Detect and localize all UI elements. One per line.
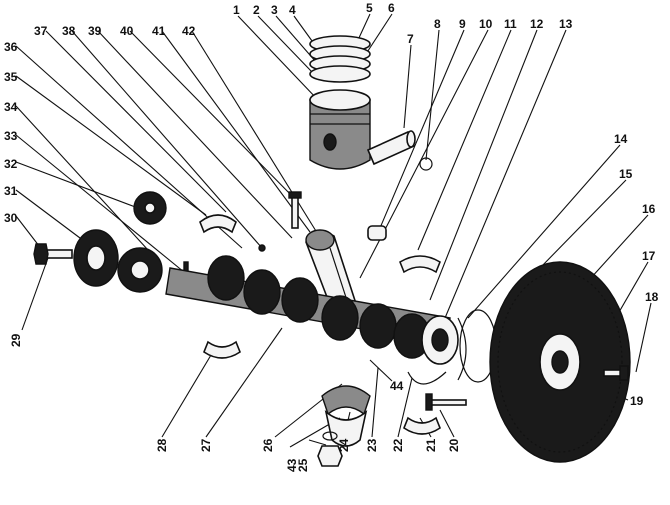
label-26: 26 <box>261 438 275 452</box>
nut-and-washer <box>317 431 343 467</box>
label-15: 15 <box>619 167 633 181</box>
main-bearing-shell-lower-right <box>403 416 441 435</box>
main-bearing-shell-right <box>399 255 441 274</box>
label-14: 14 <box>614 132 628 146</box>
flywheel-bolt <box>603 365 629 381</box>
timing-gear <box>117 247 163 293</box>
label-5: 5 <box>366 1 373 15</box>
label-36: 36 <box>4 40 18 54</box>
label-18: 18 <box>645 290 659 304</box>
label-20: 20 <box>447 438 461 452</box>
label-28: 28 <box>155 438 169 452</box>
label-43: 43 <box>285 458 299 472</box>
rod-cap <box>321 385 371 447</box>
piston-pin <box>366 130 416 166</box>
label-25: 25 <box>296 458 310 472</box>
label-39: 39 <box>88 24 102 38</box>
label-22: 22 <box>391 438 405 452</box>
label-1: 1 <box>233 3 240 17</box>
label-44: 44 <box>390 379 404 393</box>
label-17: 17 <box>642 249 656 263</box>
label-41: 41 <box>152 24 166 38</box>
flywheel-stud <box>425 393 467 411</box>
label-33: 33 <box>4 129 18 143</box>
label-6: 6 <box>388 1 395 15</box>
piston <box>309 89 371 170</box>
label-13: 13 <box>559 17 573 31</box>
label-32: 32 <box>4 157 18 171</box>
dowel-pin <box>258 244 266 252</box>
bearing-bush <box>367 225 387 241</box>
label-7: 7 <box>407 32 414 46</box>
label-42: 42 <box>182 24 196 38</box>
label-38: 38 <box>62 24 76 38</box>
pin-circlip <box>419 157 433 171</box>
crankshaft <box>165 255 459 365</box>
leader-lines <box>15 13 652 448</box>
label-10: 10 <box>479 17 493 31</box>
label-34: 34 <box>4 100 18 114</box>
label-40: 40 <box>120 24 134 38</box>
label-9: 9 <box>459 17 466 31</box>
label-3: 3 <box>271 3 278 17</box>
main-bearing-shell-lower-left <box>203 340 241 359</box>
label-12: 12 <box>530 17 544 31</box>
label-35: 35 <box>4 70 18 84</box>
label-24: 24 <box>337 438 351 452</box>
thrust-washer <box>133 191 167 225</box>
label-37: 37 <box>34 24 48 38</box>
label-19: 19 <box>630 394 644 408</box>
main-bearing-shell-upper <box>199 214 237 234</box>
label-4: 4 <box>289 3 296 17</box>
label-27: 27 <box>199 438 213 452</box>
label-23: 23 <box>365 438 379 452</box>
flywheel <box>489 261 631 463</box>
label-8: 8 <box>434 17 441 31</box>
piston-rings <box>309 35 371 83</box>
label-31: 31 <box>4 184 18 198</box>
label-30: 30 <box>4 211 18 225</box>
bolt <box>288 191 302 229</box>
part-numbers: 1 2 3 4 5 6 7 8 9 10 11 12 13 14 15 16 1… <box>4 1 659 472</box>
label-21: 21 <box>424 438 438 452</box>
pulley-hub <box>73 229 119 287</box>
crank-bolt <box>33 243 73 265</box>
label-29: 29 <box>9 333 23 347</box>
label-16: 16 <box>642 202 656 216</box>
label-11: 11 <box>504 17 517 31</box>
oil-seal <box>407 317 467 385</box>
label-2: 2 <box>253 3 260 17</box>
